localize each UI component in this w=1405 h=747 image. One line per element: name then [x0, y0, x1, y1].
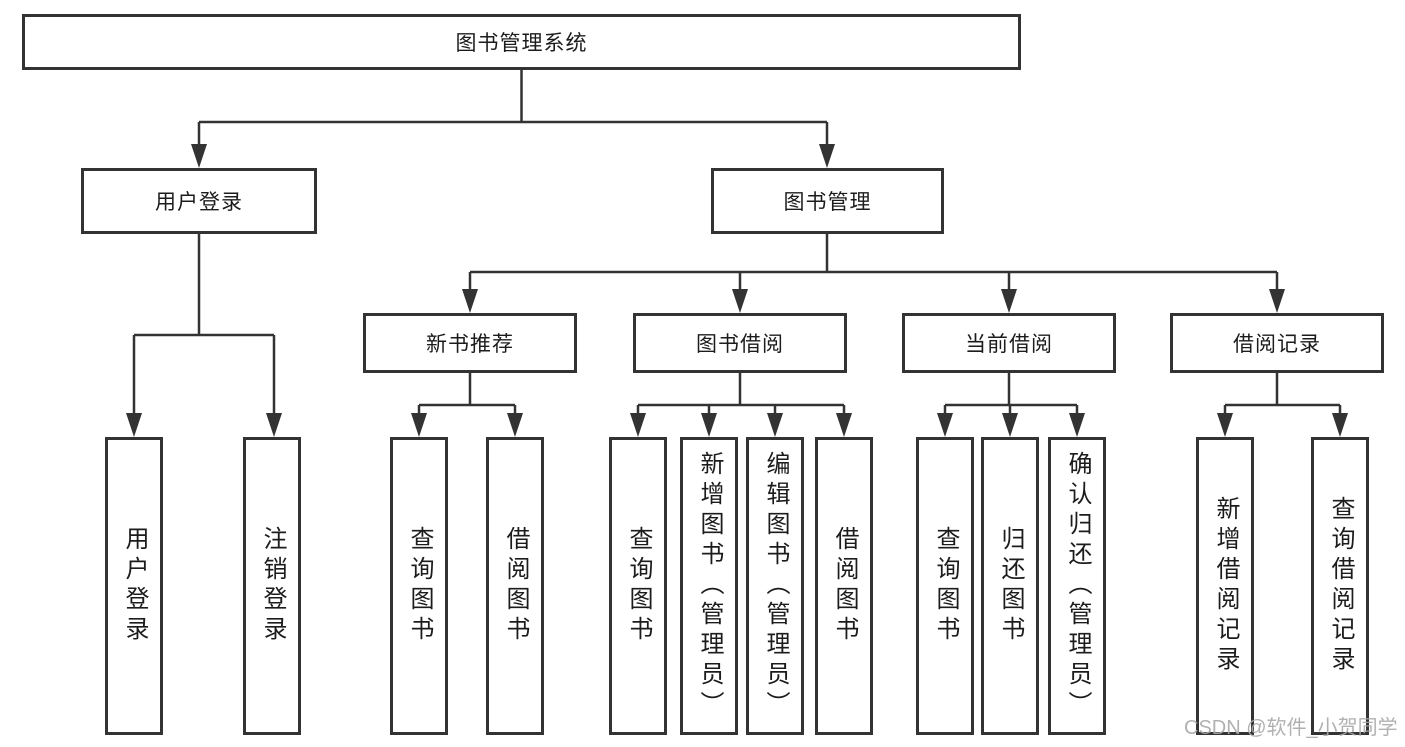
leaf-add-borrow-record: 新增借阅记录 [1196, 437, 1254, 735]
leaf-confirm-return-admin: 确认归还（管理员） [1048, 437, 1106, 735]
arrowheads [126, 144, 1348, 437]
leaf-borrow-books-recommend: 借阅图书 [486, 437, 544, 735]
leaf-query-borrow-record: 查询借阅记录 [1311, 437, 1369, 735]
leaf-edit-book-admin: 编辑图书（管理员） [746, 437, 804, 735]
node-book-management: 图书管理 [711, 168, 944, 234]
leaf-query-books-current: 查询图书 [916, 437, 974, 735]
node-book-borrowing: 图书借阅 [633, 313, 847, 373]
leaf-add-book-admin: 新增图书（管理员） [680, 437, 738, 735]
node-new-book-recommend: 新书推荐 [363, 313, 577, 373]
node-current-borrowing: 当前借阅 [902, 313, 1116, 373]
leaf-logout: 注销登录 [243, 437, 301, 735]
node-library-system: 图书管理系统 [22, 14, 1021, 70]
leaf-query-books-borrowing: 查询图书 [609, 437, 667, 735]
leaf-borrow-books: 借阅图书 [815, 437, 873, 735]
leaf-return-book: 归还图书 [981, 437, 1039, 735]
leaf-query-books-recommend: 查询图书 [390, 437, 448, 735]
leaf-user-login: 用户登录 [105, 437, 163, 735]
node-borrowing-records: 借阅记录 [1170, 313, 1384, 373]
watermark: CSDN @软件_小贺同学 [1184, 717, 1398, 739]
node-user-login: 用户登录 [81, 168, 317, 234]
